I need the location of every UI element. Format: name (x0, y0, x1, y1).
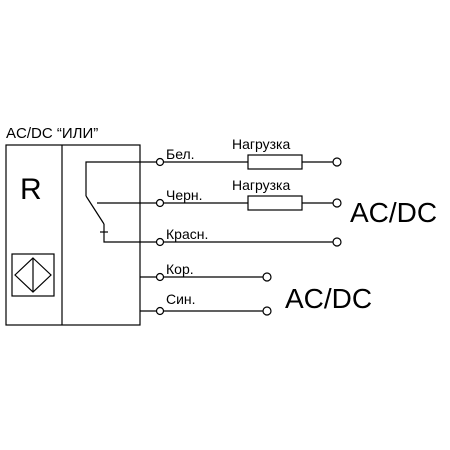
load-label-1: Нагрузка (232, 136, 290, 152)
terminal-blue (262, 306, 272, 316)
wire-label-black: Черн. (166, 187, 203, 203)
wire-label-brown: Кор. (166, 261, 194, 277)
supply-label-power: AC/DC (285, 283, 372, 314)
sensing-face-icon (11, 253, 55, 297)
supply-label-load: AC/DC (350, 197, 437, 228)
relay-contacts (85, 161, 140, 243)
wire-black (140, 195, 342, 211)
wire-label-blue: Син. (166, 291, 196, 307)
sensor-housing (5, 144, 141, 326)
wire-label-white: Бел. (166, 146, 195, 162)
load-label-2: Нагрузка (232, 177, 290, 193)
wire-label-red: Красн. (166, 226, 208, 242)
terminal-red (332, 237, 342, 247)
wire-red (140, 237, 342, 247)
load-resistor-1 (247, 154, 303, 170)
wire-blue (140, 306, 272, 316)
terminal-brown (262, 272, 272, 282)
load-resistor-2 (247, 195, 303, 211)
terminal-white (332, 157, 342, 167)
wire-brown (140, 272, 272, 282)
relay-letter: R (20, 173, 42, 206)
wire-white (140, 154, 342, 170)
header-title: AC/DC “ИЛИ” (6, 125, 98, 142)
terminal-black (332, 198, 342, 208)
